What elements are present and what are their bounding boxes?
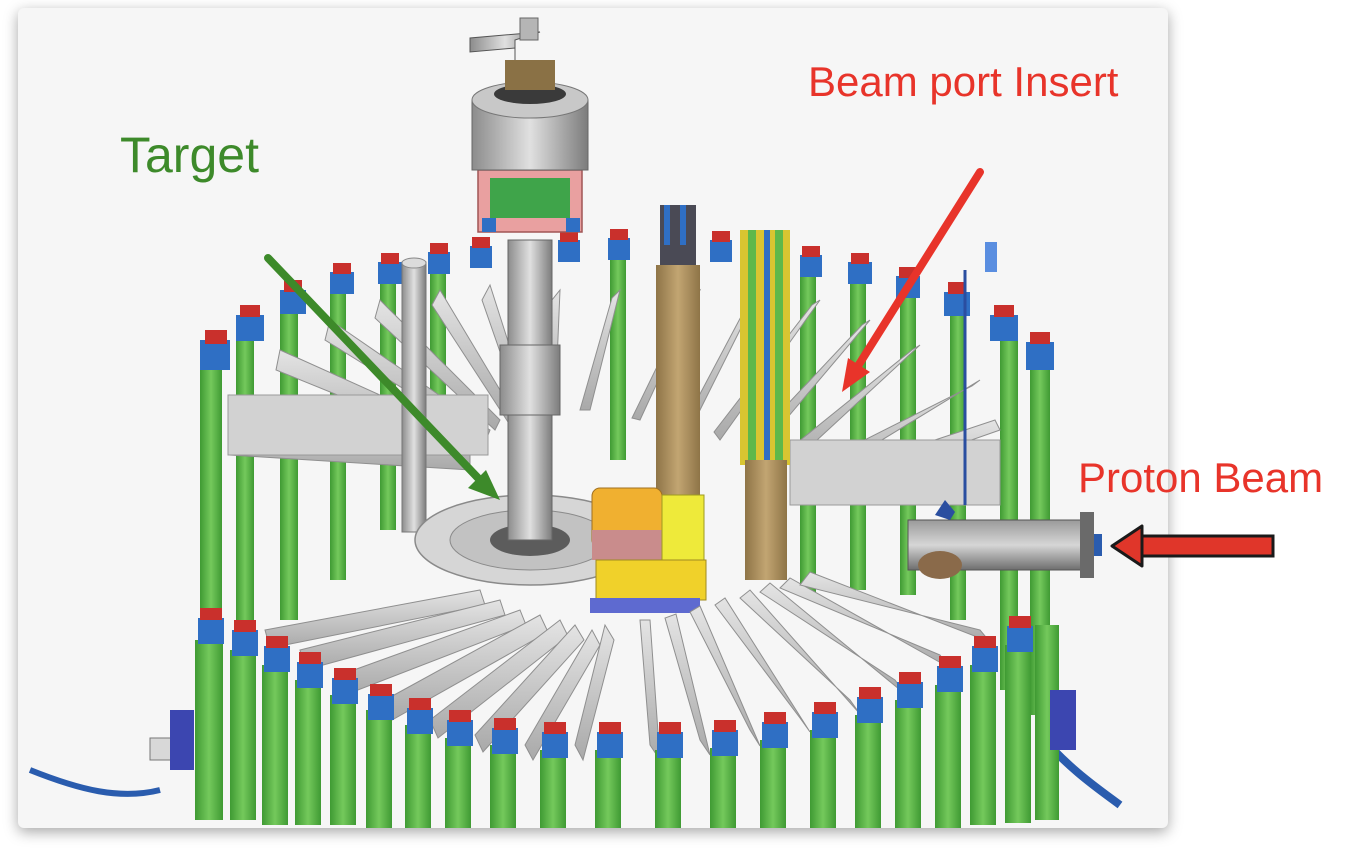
proton-beam-label: Proton Beam xyxy=(1078,454,1324,501)
front-detector-modules xyxy=(264,571,991,762)
front-actuators xyxy=(198,608,1033,758)
left-equipment-box xyxy=(149,737,173,761)
right-blue-cabinet xyxy=(1050,690,1076,750)
target-arrow xyxy=(264,254,500,500)
front-support-columns xyxy=(195,625,1059,828)
beam-port-insert-label: Beam port Insert xyxy=(808,58,1119,105)
floor-cable-left xyxy=(28,767,161,797)
back-ring-band-right xyxy=(789,439,1001,506)
beam-port-insert xyxy=(740,230,790,580)
proton-beam-arrow xyxy=(1110,524,1275,568)
back-actuators xyxy=(200,229,1054,370)
target-label: Target xyxy=(120,127,259,183)
target-drive-assembly xyxy=(469,17,589,541)
beam-port-insert-arrow xyxy=(842,168,984,392)
moderator-block xyxy=(590,487,707,613)
left-blue-cabinet xyxy=(170,710,194,770)
proton-beam-pipe xyxy=(907,242,1102,579)
